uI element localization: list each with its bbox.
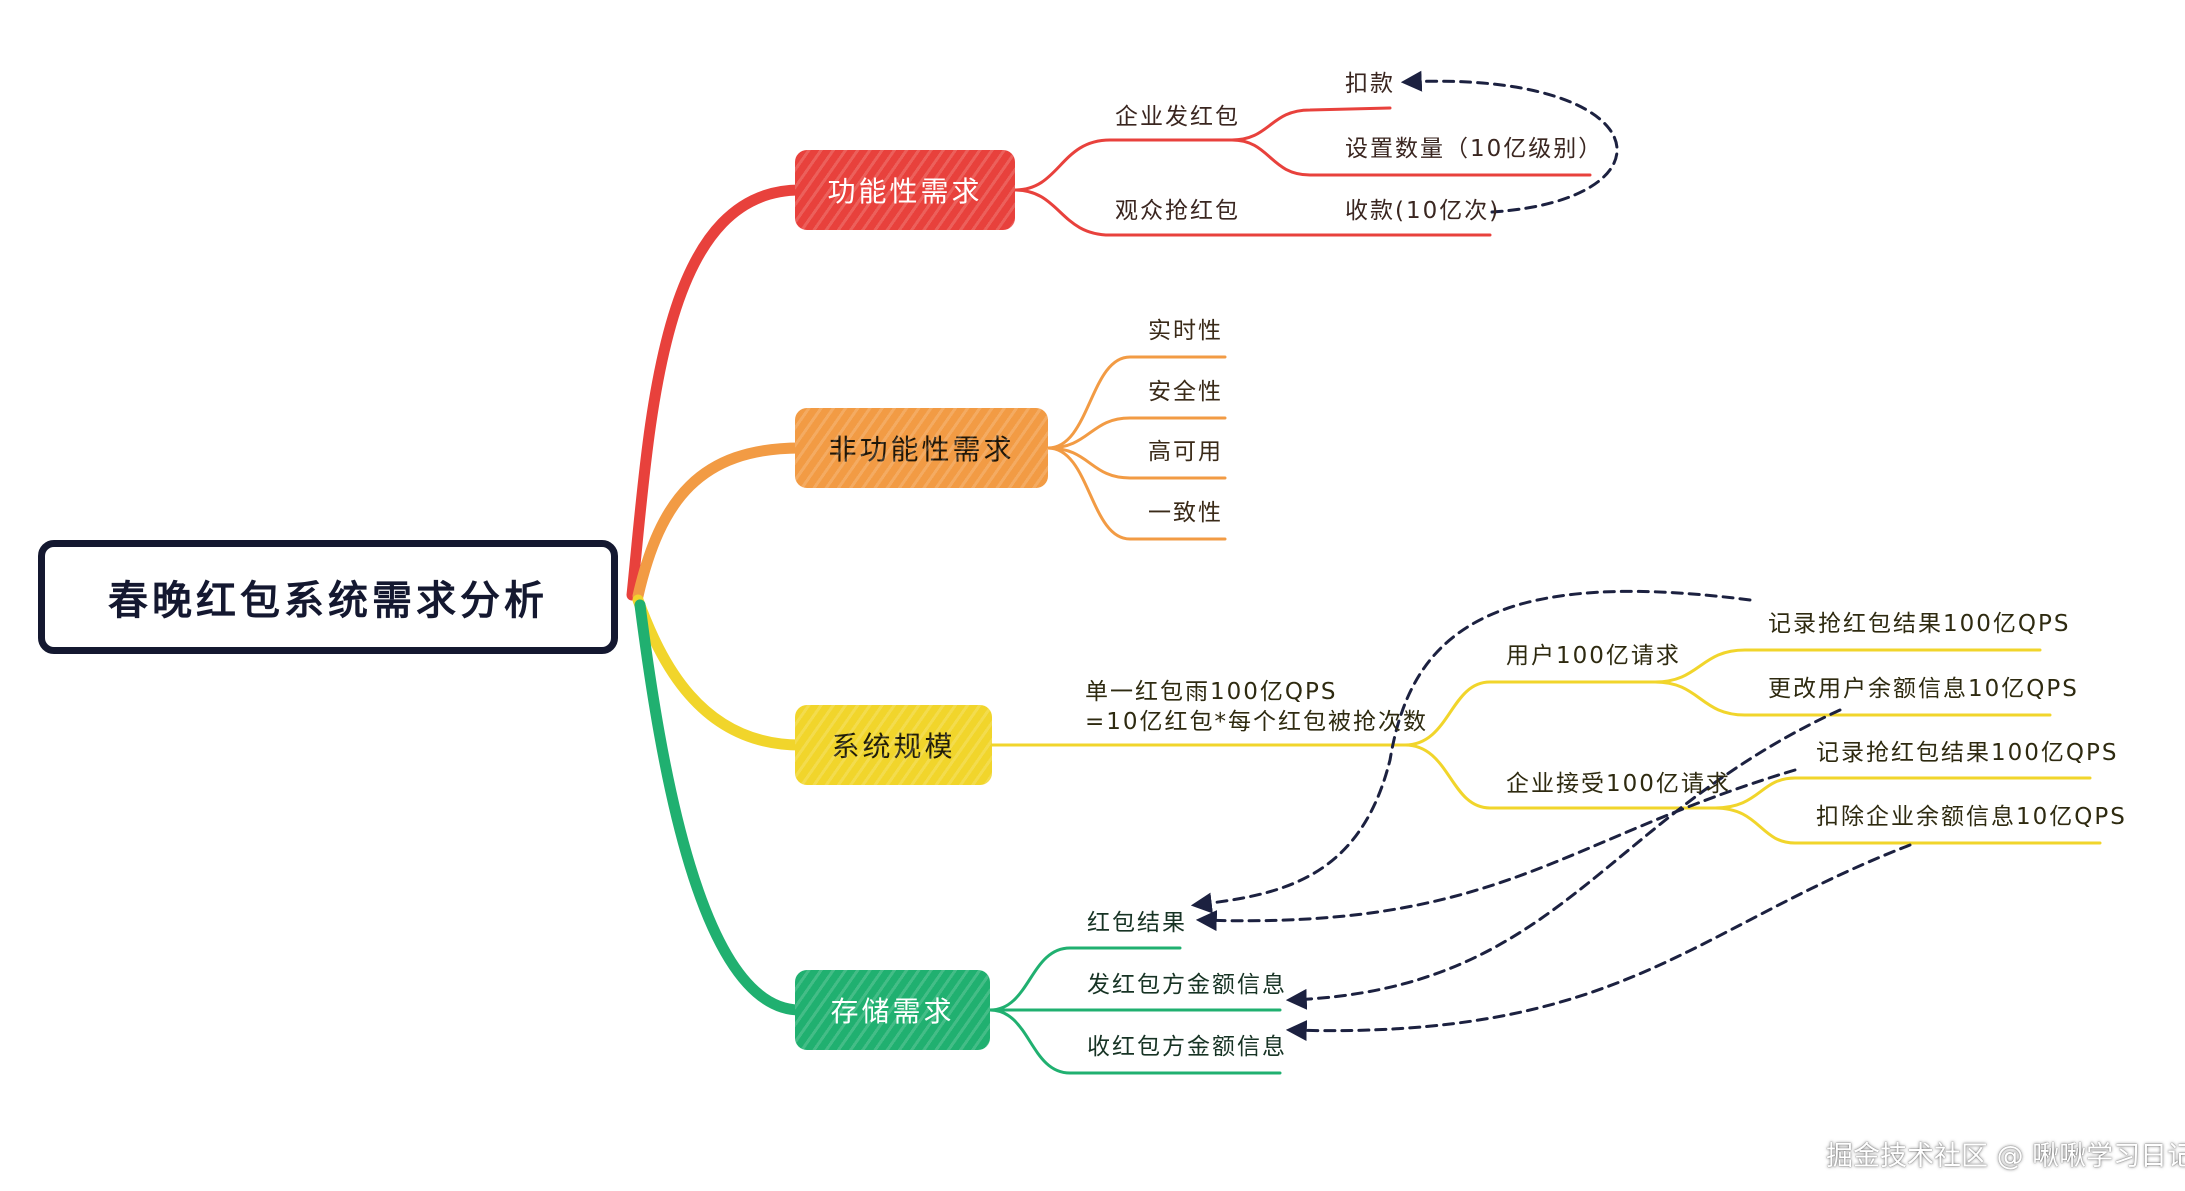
- relation-arrows: [1190, 70, 1912, 1041]
- node-receiver-balance: 收红包方金额信息: [1087, 1034, 1287, 1060]
- arrow-ent-record-to-result: [1195, 768, 1797, 932]
- node-user-record-result: 记录抢红包结果100亿QPS: [1768, 611, 2071, 637]
- node-user-update-balance: 更改用户余额信息10亿QPS: [1768, 676, 2079, 702]
- connector-nonfunctional: [632, 442, 806, 602]
- arrow-receive-to-deduct: [1400, 70, 1619, 214]
- scale-branch-lines: [990, 648, 2102, 845]
- node-audience-grab: 观众抢红包: [1115, 198, 1240, 224]
- branch-scale: 系统规模: [795, 705, 992, 785]
- node-ent-record-result: 记录抢红包结果100亿QPS: [1816, 740, 2119, 766]
- node-ent-deduct-balance: 扣除企业余额信息10亿QPS: [1816, 804, 2127, 830]
- node-enterprise-send: 企业发红包: [1115, 104, 1240, 130]
- node-scale-summary: 单一红包雨100亿QPS =10亿红包*每个红包被抢次数: [1085, 678, 1428, 738]
- storage-branch-lines: [988, 946, 1282, 1075]
- watermark-text: 掘金技术社区 @ 啾啾学习日记: [1826, 1141, 2185, 1172]
- arrow-ent-balance-to-sender: [1285, 843, 1912, 1041]
- functional-branch-lines: [1013, 106, 1592, 237]
- node-redpacket-result: 红包结果: [1087, 910, 1187, 936]
- node-user-requests: 用户100亿请求: [1506, 643, 1681, 669]
- main-connectors: [626, 184, 806, 1016]
- node-security: 安全性: [1148, 379, 1223, 405]
- branch-nonfunctional: 非功能性需求: [795, 408, 1048, 488]
- node-sender-balance: 发红包方金额信息: [1087, 972, 1287, 998]
- branch-functional: 功能性需求: [795, 150, 1015, 230]
- arrow-user-balance-to-receiver: [1285, 708, 1842, 1010]
- node-deduct: 扣款: [1345, 71, 1395, 97]
- connector-functional: [626, 184, 806, 601]
- node-availability: 高可用: [1148, 439, 1223, 465]
- root-node-title: 春晚红包系统需求分析: [38, 540, 618, 654]
- node-set-quantity: 设置数量（10亿级别）: [1345, 136, 1604, 162]
- connector-storage: [634, 599, 806, 1016]
- node-enterprise-requests: 企业接受100亿请求: [1506, 771, 1731, 797]
- node-consistency: 一致性: [1148, 500, 1223, 526]
- node-realtime: 实时性: [1148, 318, 1223, 344]
- scale-summary-line1: 单一红包雨100亿QPS: [1085, 679, 1338, 705]
- branch-storage: 存储需求: [795, 970, 990, 1050]
- scale-summary-line2: =10亿红包*每个红包被抢次数: [1085, 708, 1429, 735]
- nonfunctional-branch-lines: [1046, 355, 1227, 541]
- arrow-user-record-to-result: [1190, 589, 1752, 914]
- node-receive: 收款(10亿次): [1345, 198, 1501, 224]
